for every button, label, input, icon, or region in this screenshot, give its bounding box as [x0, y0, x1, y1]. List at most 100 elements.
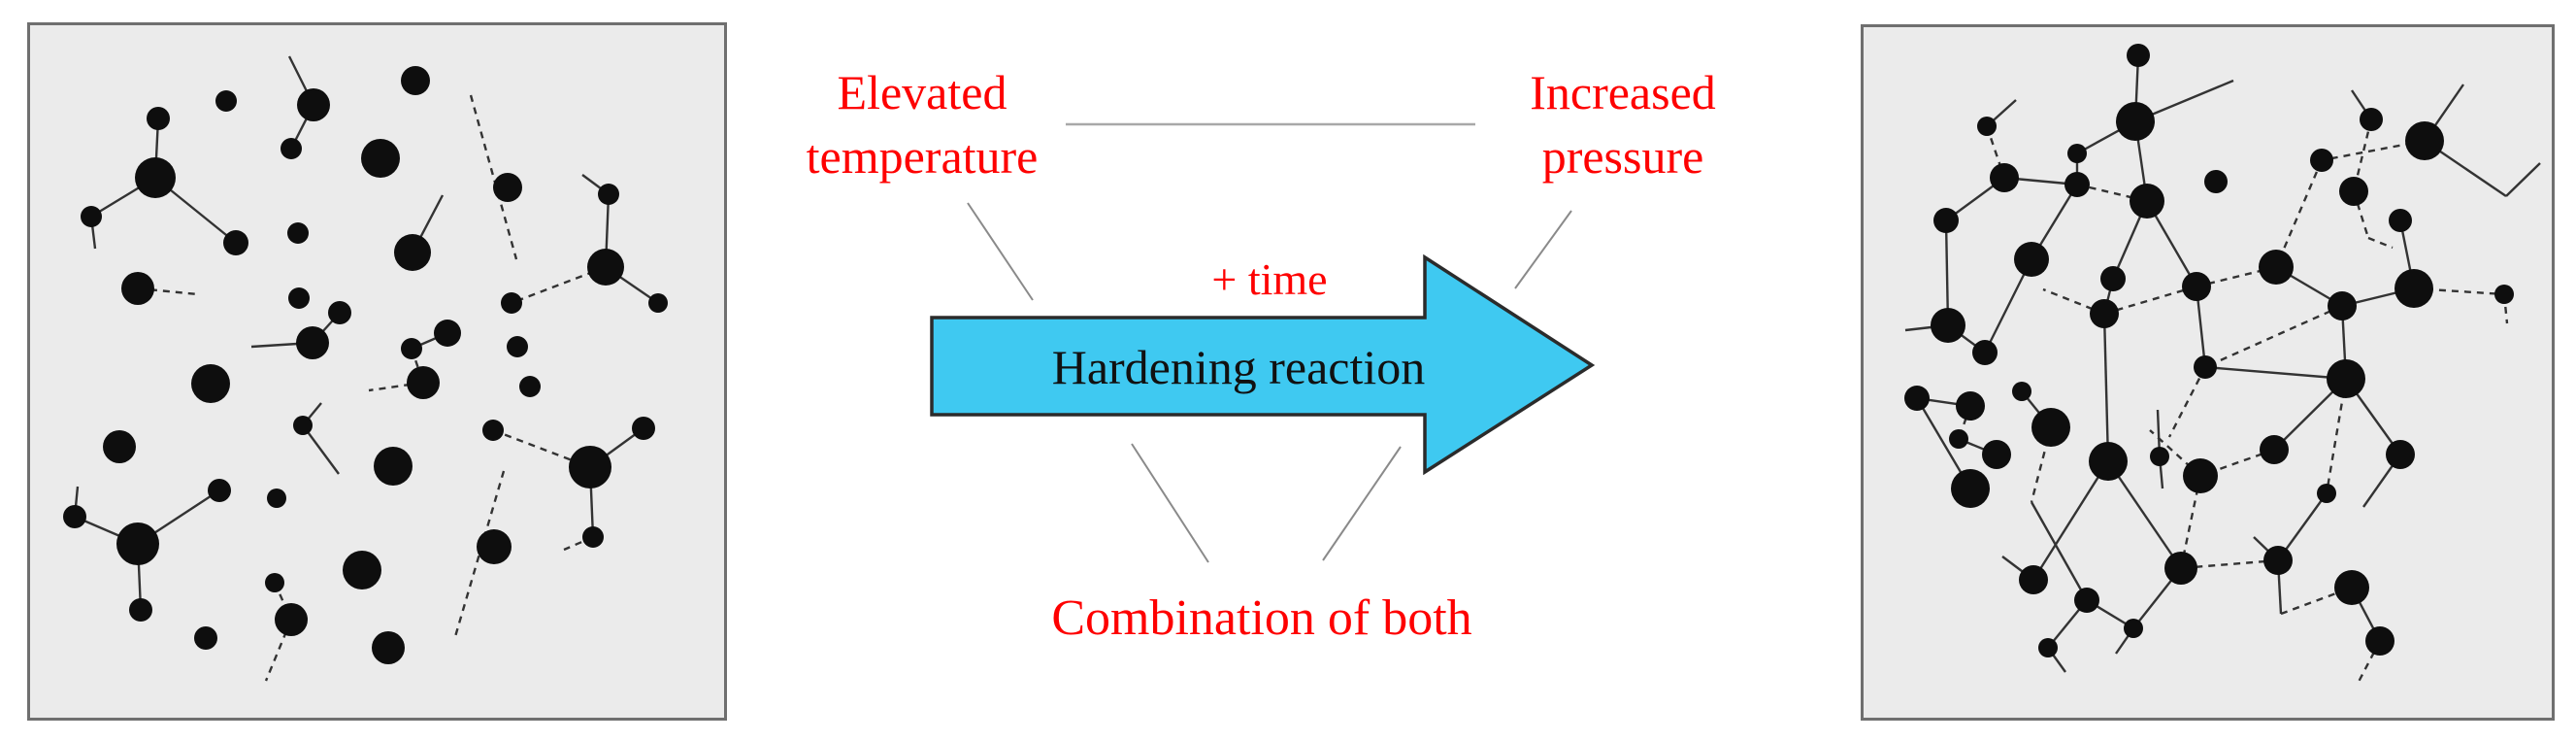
molecule-node	[2031, 408, 2070, 447]
molecule-node	[501, 292, 522, 314]
diagonal-connector-line	[1131, 443, 1209, 563]
molecule-node	[598, 184, 619, 205]
increased-pressure-line2: pressure	[1541, 129, 1704, 184]
molecule-node	[1933, 208, 1959, 233]
molecule-node	[394, 234, 431, 271]
bond-line	[1985, 125, 2006, 179]
bond-line	[302, 424, 340, 475]
molecule-node	[194, 626, 217, 650]
bond-line	[264, 619, 293, 682]
molecule-node	[407, 366, 440, 399]
molecule-node	[2019, 565, 2048, 594]
bond-line	[469, 94, 518, 260]
bond-line	[2204, 365, 2347, 381]
molecule-node	[2150, 447, 2169, 466]
molecule-node	[215, 90, 237, 112]
combination-of-both-label: Combination of both	[1051, 590, 1472, 646]
molecule-node	[2090, 299, 2119, 328]
molecule-node	[507, 336, 528, 357]
molecule-node	[135, 157, 176, 198]
molecule-node	[223, 230, 248, 255]
molecule-node	[2182, 272, 2211, 301]
molecule-node	[493, 173, 522, 202]
molecule-node	[372, 631, 405, 664]
bond-line	[368, 381, 424, 392]
molecule-node	[2116, 102, 2155, 141]
elevated-temperature-line1: Elevated	[837, 65, 1007, 119]
molecule-node	[1949, 429, 1968, 449]
diagonal-connector-line	[967, 202, 1034, 301]
molecule-node	[2263, 546, 2293, 575]
molecule-node	[2127, 44, 2150, 67]
bond-line	[2030, 501, 2089, 601]
molecule-node	[2394, 269, 2433, 308]
molecule-node	[2260, 435, 2289, 464]
molecule-node	[2012, 382, 2031, 401]
molecule-node	[2328, 291, 2357, 320]
molecule-node	[2365, 626, 2394, 656]
molecule-node	[2204, 170, 2228, 193]
molecule-node	[477, 529, 512, 564]
molecule-node	[81, 206, 102, 227]
molecule-node	[519, 376, 541, 397]
molecule-node	[2327, 359, 2365, 398]
bond-line	[2367, 236, 2394, 250]
molecule-node	[632, 417, 655, 440]
molecule-node	[2259, 250, 2294, 285]
molecule-node	[401, 66, 430, 95]
bond-line	[2031, 460, 2110, 581]
molecule-node	[2164, 552, 2197, 585]
molecule-node	[1931, 308, 1965, 343]
molecule-node	[2089, 442, 2128, 481]
molecule-node	[129, 598, 152, 622]
molecule-node	[2124, 619, 2143, 638]
unreacted-resin-panel	[27, 22, 727, 721]
molecule-node	[1956, 391, 1985, 421]
diagonal-connector-line	[1514, 210, 1572, 289]
molecule-node	[482, 420, 504, 441]
molecule-node	[147, 107, 170, 130]
molecule-node	[434, 320, 461, 347]
bond-line	[2352, 190, 2370, 239]
bond-line	[2107, 460, 2182, 569]
increased-pressure-line1: Increased	[1530, 65, 1716, 119]
molecule-node	[582, 526, 604, 548]
molecule-node	[2389, 209, 2412, 232]
molecule-node	[275, 603, 308, 636]
molecule-node	[2310, 149, 2333, 172]
molecule-node	[2038, 638, 2058, 657]
molecule-node	[2339, 177, 2368, 206]
molecule-node	[281, 138, 302, 159]
molecule-node	[1972, 340, 1998, 365]
molecule-node	[2014, 242, 2049, 277]
molecule-node	[2130, 184, 2164, 219]
molecule-node	[121, 272, 154, 305]
bond-line	[2149, 429, 2201, 477]
molecule-node	[2494, 285, 2514, 304]
bond-line	[2102, 313, 2110, 462]
crosslinked-network-panel	[1861, 24, 2555, 721]
molecule-node	[374, 447, 413, 486]
molecule-node	[2064, 172, 2090, 197]
molecule-node	[2360, 108, 2383, 131]
bond-line	[1944, 219, 1950, 326]
molecule-node	[2405, 121, 2444, 160]
molecule-node	[297, 88, 330, 121]
molecule-node	[287, 222, 309, 244]
molecule-node	[63, 505, 86, 528]
molecule-node	[1982, 440, 2011, 469]
molecule-node	[191, 364, 230, 403]
increased-pressure-label: Increased pressure	[1530, 60, 1716, 188]
molecule-node	[587, 249, 624, 286]
hardening-reaction-arrow-shape	[930, 253, 1596, 476]
molecule-node	[2334, 570, 2369, 605]
diagonal-connector-line	[1322, 446, 1402, 561]
molecule-node	[208, 479, 231, 502]
molecule-node	[1977, 117, 1997, 136]
elevated-temperature-line2: temperature	[806, 129, 1039, 184]
molecule-node	[265, 573, 284, 592]
molecule-node	[2067, 144, 2087, 163]
molecule-node	[361, 139, 400, 178]
